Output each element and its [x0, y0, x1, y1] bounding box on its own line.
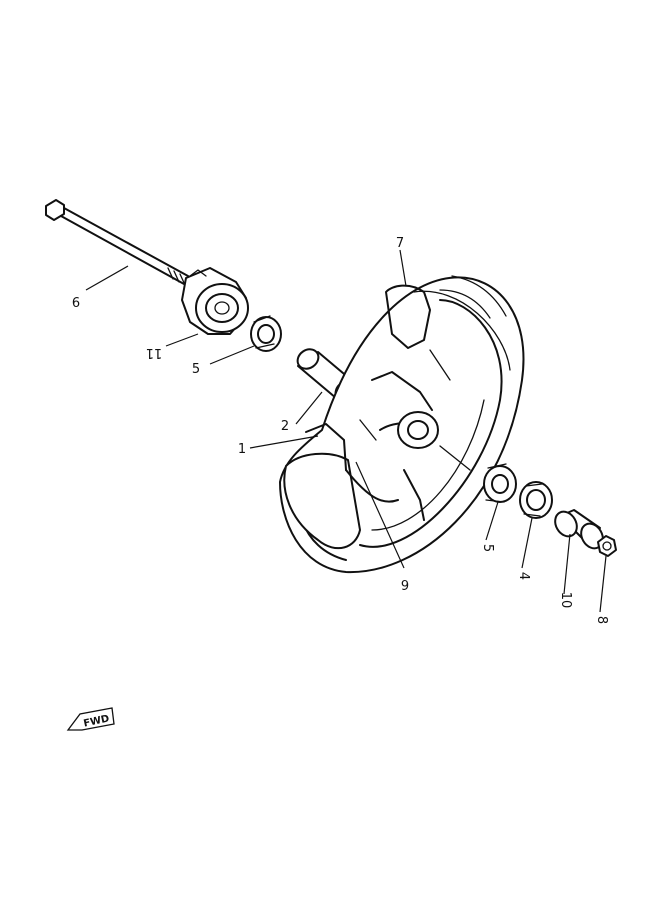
- meter-gear-unit: [181, 267, 249, 335]
- callout-10: 10: [558, 592, 573, 609]
- leader-11: [165, 333, 199, 347]
- leader-9: [85, 265, 129, 291]
- leader-2: [295, 391, 323, 425]
- leader-1: [249, 435, 319, 449]
- callout-2: 2: [281, 419, 289, 434]
- callout-1: 1: [238, 442, 246, 457]
- leader-7: [399, 249, 407, 287]
- callout-5-left: 5: [192, 362, 200, 377]
- callout-9: 9: [72, 293, 80, 308]
- leader-8: [599, 555, 607, 613]
- fwd-arrow-icon: FWD: [66, 707, 115, 731]
- cast-wheel: [279, 275, 525, 574]
- callout-5-right: 5: [480, 544, 495, 552]
- leader-4: [521, 517, 533, 569]
- callout-labels: 9 11 5 2 1 7 6 5 4 10 8: [72, 236, 609, 624]
- bearing-left: [250, 315, 282, 352]
- leader-5-left: [209, 345, 255, 365]
- callout-7: 7: [396, 236, 404, 251]
- axle-shaft: [45, 199, 189, 286]
- collar: [554, 509, 604, 550]
- leader-10: [563, 533, 571, 595]
- bearing-right: [483, 463, 517, 503]
- callout-4: 4: [516, 572, 531, 580]
- fwd-label: FWD: [83, 713, 111, 729]
- axle-nut: [597, 535, 617, 557]
- callout-8: 8: [594, 616, 609, 624]
- oil-seal: [519, 481, 553, 519]
- leader-lines: [85, 249, 607, 613]
- leader-5-right: [485, 501, 499, 541]
- callout-6: 6: [401, 576, 409, 591]
- leader-6: [355, 461, 405, 569]
- callout-11: 11: [146, 345, 163, 360]
